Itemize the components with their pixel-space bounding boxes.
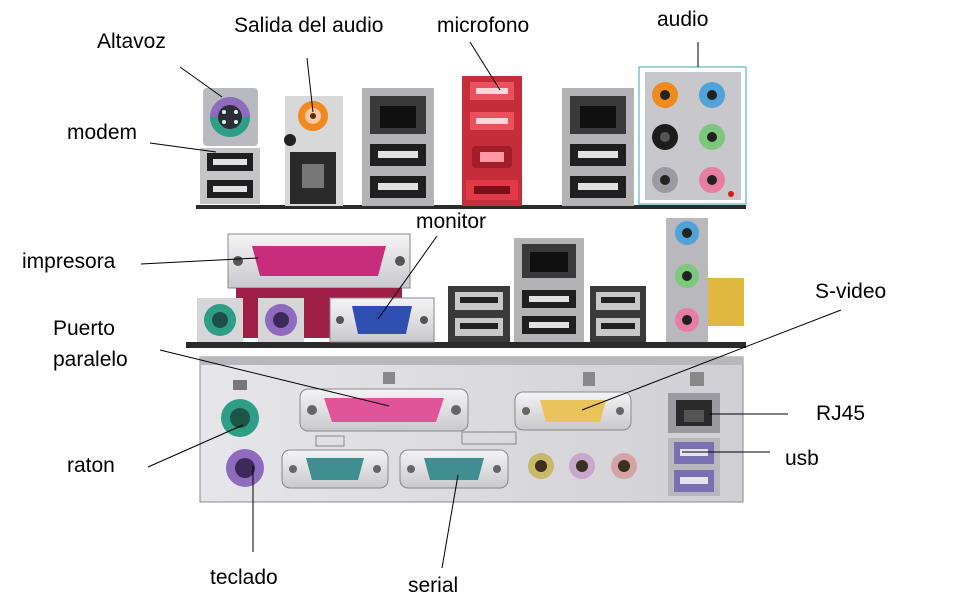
label-raton: raton	[67, 454, 115, 477]
label-microfono: microfono	[437, 14, 530, 37]
leader-line-microfono	[469, 41, 501, 91]
label-rj45: RJ45	[816, 402, 866, 425]
serial-port-1	[281, 435, 389, 489]
microphone-red-port-column	[462, 76, 522, 206]
leader-line-impresora	[140, 257, 259, 265]
label-salida-audio: Salida del audio	[234, 14, 384, 37]
vga-port	[329, 297, 435, 343]
audio-jacks-bottom	[528, 453, 637, 479]
bottom-io-panel	[199, 356, 744, 503]
leader-line-monitor	[377, 235, 438, 320]
leader-line-serial	[441, 474, 459, 569]
label-audio: audio	[657, 8, 709, 31]
audio-jack-panel	[638, 66, 747, 205]
label-monitor: monitor	[416, 210, 487, 233]
label-usb: usb	[785, 447, 819, 470]
lan-usb-column-1	[362, 88, 434, 206]
middle-io-panel	[186, 215, 746, 348]
label-puerto-paralelo: Puerto paralelo	[53, 313, 128, 375]
label-puerto-paralelo-line-1: Puerto	[53, 317, 115, 340]
leader-line-svideo	[581, 309, 842, 411]
rj45-port	[668, 393, 720, 433]
label-serial: serial	[408, 574, 459, 597]
mouse-ps2-port	[221, 380, 259, 437]
leader-lines	[140, 41, 842, 569]
usb-stack-middle-2	[590, 286, 646, 342]
lan-usb-middle	[514, 238, 584, 342]
game-port	[514, 391, 632, 431]
lan-usb-column-2	[562, 88, 634, 206]
parallel-port-bottom	[299, 388, 469, 432]
keyboard-ps2-port	[226, 449, 264, 487]
leader-line-modem	[149, 142, 217, 153]
audio-out-port	[284, 96, 343, 206]
parallel-port-middle	[227, 233, 411, 289]
label-svideo: S-video	[815, 280, 887, 303]
leader-line-puerto-paralelo	[159, 349, 390, 407]
label-impresora: impresora	[22, 250, 116, 273]
label-puerto-paralelo-line-2: paralelo	[53, 348, 128, 371]
speaker-ps2-port	[203, 88, 258, 146]
label-altavoz: Altavoz	[97, 30, 166, 53]
usb-port-stack	[200, 148, 260, 204]
label-modem: modem	[67, 121, 138, 144]
ps2-ports-middle	[197, 298, 304, 342]
usb-stack-middle-1	[448, 286, 510, 342]
leader-line-salida-audio	[306, 57, 314, 113]
leader-line-altavoz	[179, 66, 223, 98]
usb-ports-bottom	[668, 438, 720, 496]
label-teclado: teclado	[210, 566, 278, 589]
top-io-panel	[196, 66, 747, 210]
serial-port-2	[399, 431, 517, 489]
audio-jacks-middle	[666, 218, 744, 342]
leader-line-raton	[147, 424, 244, 468]
